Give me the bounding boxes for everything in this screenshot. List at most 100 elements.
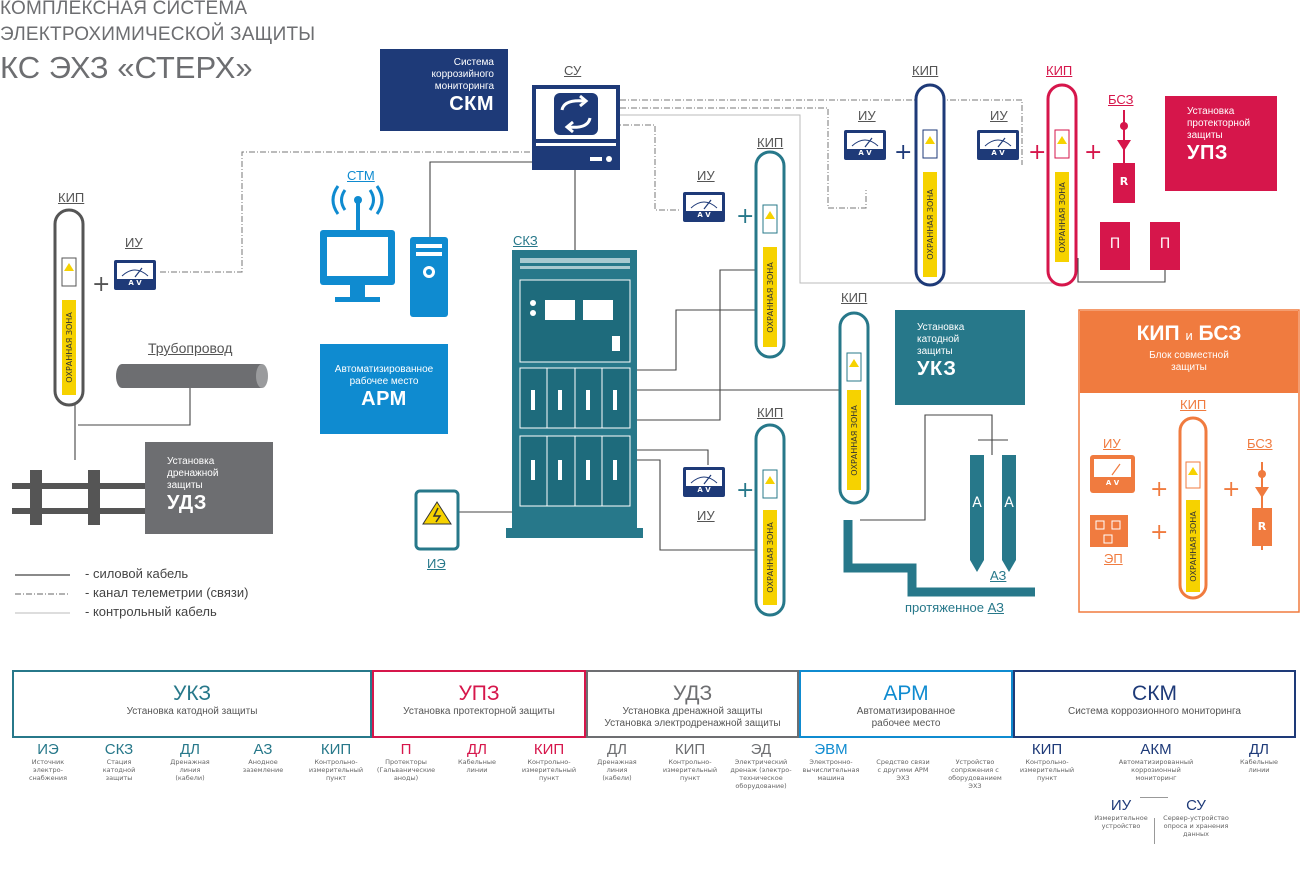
label-kip-ukz: КИП (841, 290, 868, 305)
skz-cabinet (506, 250, 643, 538)
label-bsz-orange: БСЗ (1247, 436, 1273, 451)
kip-post-upz (1046, 83, 1078, 287)
plus-4: + (894, 140, 913, 165)
extended-anode (843, 520, 1035, 597)
protector-label-2: П (1159, 236, 1171, 252)
bsz-unit (1113, 110, 1135, 203)
label-iu-upz: ИУ (990, 108, 1008, 123)
power-lines (74, 161, 1166, 551)
label-iu-left: ИУ (125, 235, 143, 250)
diagram-canvas (12, 83, 1300, 617)
label-kip-mid2: КИП (757, 405, 784, 420)
av-label-3: A V (697, 486, 711, 494)
r-label-orange: R (1257, 520, 1267, 533)
plus-3: + (736, 478, 755, 503)
kip-bsz-box (1078, 309, 1300, 613)
label-iu-top: ИУ (858, 108, 876, 123)
label-az: АЗ (990, 568, 1007, 583)
label-extended-az: протяженное АЗ (905, 600, 1004, 615)
akm-vdivider (1154, 818, 1155, 844)
ie-power-source (414, 489, 460, 551)
okhr-zone-mid1: ОХРАННАЯ ЗОНА (765, 261, 775, 333)
title-line-1: КОМПЛЕКСНАЯ СИСТЕМА (0, 0, 248, 19)
label-kip-left: КИП (58, 190, 85, 205)
protector-label-1: П (1109, 236, 1121, 252)
okhr-zone-mid2: ОХРАННАЯ ЗОНА (765, 522, 775, 593)
plus-1: + (92, 272, 111, 297)
label-stm: СТМ (347, 168, 375, 183)
kip-post-mid2 (754, 423, 786, 617)
plus-7: + (1150, 477, 1169, 502)
title-line-3: КС ЭХЗ «СТЕРХ» (0, 50, 253, 85)
protector-1 (1100, 222, 1130, 270)
anode-pair (970, 455, 1016, 572)
label-iu-orange: ИУ (1103, 436, 1121, 451)
okhr-zone-upz: ОХРАННАЯ ЗОНА (1057, 181, 1067, 253)
title-line-2: ЭЛЕКТРОХИМИЧЕСКОЙ ЗАЩИТЫ (0, 24, 316, 45)
plus-9: + (1150, 520, 1169, 545)
arm-computer (320, 185, 448, 317)
plus-5: + (1028, 140, 1047, 165)
label-ie: ИЭ (427, 556, 446, 571)
kip-post-mid1 (754, 150, 786, 359)
label-kip-mid1: КИП (757, 135, 784, 150)
label-iu-mid2: ИУ (697, 508, 715, 523)
okhr-zone-top: ОХРАННАЯ ЗОНА (925, 189, 935, 260)
label-ep: ЭП (1104, 551, 1123, 566)
av-label-6: A V (1105, 479, 1120, 487)
av-label-5: A V (991, 149, 1005, 157)
label-bsz-red: БСЗ (1108, 92, 1134, 107)
pipeline (116, 364, 268, 388)
r-label-red: R (1119, 175, 1129, 188)
telemetry-lines (160, 99, 1023, 273)
label-skz: СКЗ (513, 233, 538, 248)
kip-post-left (53, 208, 85, 407)
label-su: СУ (564, 63, 582, 78)
plus-6: + (1084, 140, 1103, 165)
su-server (532, 85, 620, 170)
label-kip-upz: КИП (1046, 63, 1073, 78)
legend-telemetry: - канал телеметрии (связи) (85, 585, 249, 600)
protector-2 (1150, 222, 1180, 270)
kip-post-top (914, 83, 946, 287)
label-iu-mid1: ИУ (697, 168, 715, 183)
akm-divider (1140, 797, 1168, 798)
label-kip-top: КИП (912, 63, 939, 78)
label-pipeline: Трубопровод (148, 340, 233, 356)
anode-label-2: А (1004, 495, 1014, 511)
plus-2: + (736, 204, 755, 229)
legend-power: - силовой кабель (85, 566, 189, 581)
av-label-1: A V (128, 279, 142, 287)
okhr-zone-ukz: ОХРАННАЯ ЗОНА (849, 404, 859, 476)
legend-control: - контрольный кабель (85, 604, 217, 619)
plus-8: + (1222, 477, 1241, 502)
